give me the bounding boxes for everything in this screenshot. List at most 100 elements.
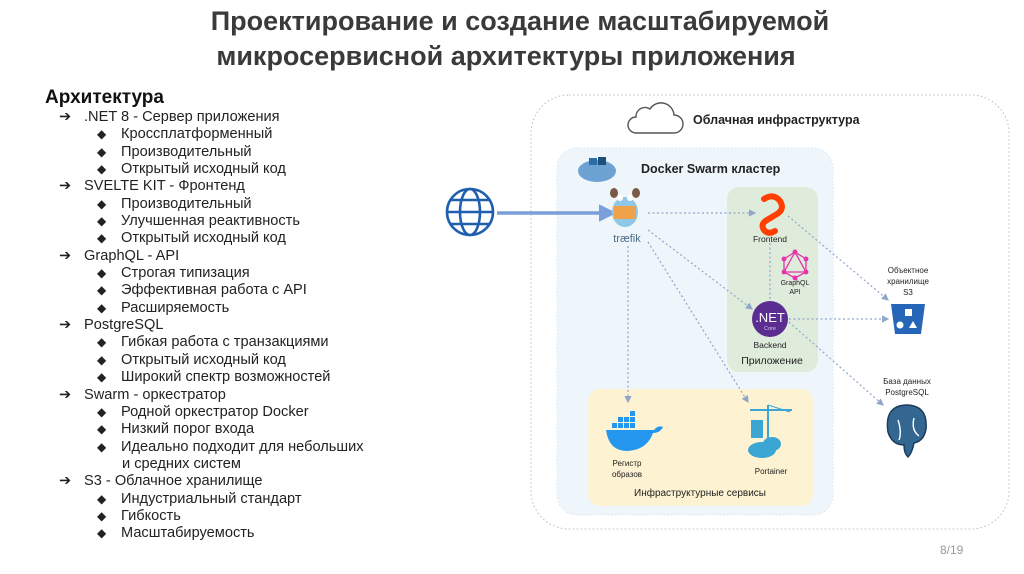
diamond-bullet-icon: ◆	[97, 144, 107, 159]
diamond-bullet-icon: ◆	[97, 283, 107, 298]
list-item: ◆Идеально подходит для небольших	[45, 439, 364, 456]
list-item: ◆ Производительный	[45, 144, 364, 161]
diamond-bullet-icon: ◆	[97, 491, 107, 506]
item-label: Гибкость	[121, 507, 181, 524]
diamond-bullet-icon: ◆	[97, 214, 107, 229]
cloud-icon	[627, 102, 684, 134]
portainer-label: Portainer	[755, 467, 788, 476]
item-label: Гибкая работа с транзакциями	[121, 334, 329, 351]
page-number: 8/19	[940, 543, 964, 557]
arrow-bullet-icon: ➔	[59, 109, 72, 125]
list-section: ➔GraphQL - API	[45, 248, 364, 265]
postgres-label-2: PostgreSQL	[885, 388, 929, 397]
item-label: Открытый исходный код	[121, 230, 286, 247]
arrow-bullet-icon: ➔	[59, 386, 72, 403]
arrow-bullet-icon: ➔	[59, 247, 72, 264]
app-group-label: Приложение	[741, 355, 803, 367]
item-label: Производительный	[121, 143, 252, 160]
item-label: Широкий спектр возможностей	[121, 369, 331, 386]
section-label: PostgreSQL	[84, 317, 164, 334]
item-label: Кроссплатформенный	[121, 126, 273, 143]
postgres-label-1: База данных	[883, 377, 931, 386]
graphql-label-1: GraphQL	[781, 280, 810, 287]
graphql-icon	[781, 249, 809, 281]
postgresql-elephant-icon	[886, 404, 927, 459]
s3-label-1: Объектное	[888, 266, 929, 275]
item-label: Индустриальный стандарт	[121, 490, 302, 507]
item-label: Низкий порог входа	[121, 421, 255, 438]
arrow-bullet-icon: ➔	[59, 178, 72, 195]
connection-lines	[624, 209, 890, 406]
dotnet-sub: Core	[764, 326, 776, 332]
list-item: ◆ Индустриальный стандарт	[45, 491, 364, 508]
item-label: и средних систем	[122, 455, 241, 472]
list-section: ➔ Swarm - оркестратор	[45, 387, 364, 404]
slide-title-line-1: Проектирование и создание масштабируемой	[210, 6, 830, 36]
list-section: ➔SVELTE KIT - Фронтенд	[45, 178, 364, 195]
diamond-bullet-icon: ◆	[97, 335, 107, 350]
traefik-icon	[610, 188, 640, 227]
dotnet-text: .NET	[755, 310, 785, 325]
diamond-bullet-icon: ◆	[97, 196, 107, 211]
list-item: ◆ Расширяемость	[45, 300, 364, 317]
item-label: Улучшенная реактивность	[121, 213, 300, 230]
list-item: ◆ Производительный	[45, 196, 364, 213]
dotnet-icon	[752, 301, 788, 337]
diamond-bullet-icon: ◆	[97, 352, 107, 367]
architecture-list: Архитектура ➔.NET 8 - Сервер приложения◆…	[45, 87, 364, 543]
list-item: ◆Широкий спектр возможностей	[45, 369, 364, 386]
diamond-bullet-icon: ◆	[97, 162, 107, 177]
list-item: ◆ Масштабируемость	[45, 525, 364, 542]
list-item: ◆ Открытый исходный код	[45, 352, 364, 369]
list-item: ◆ Родной оркестратор Docker	[45, 404, 364, 421]
list-item: ◆ Улучшенная реактивность	[45, 213, 364, 230]
s3-label-3: S3	[903, 288, 913, 297]
registry-label-1: Регистр	[613, 459, 642, 468]
diamond-bullet-icon: ◆	[97, 300, 107, 315]
item-label: Строгая типизация	[121, 265, 250, 282]
list-heading: Архитектура	[45, 87, 164, 108]
frontend-label: Frontend	[753, 234, 787, 244]
infrastructure-services-group	[588, 389, 813, 506]
diamond-bullet-icon: ◆	[97, 127, 107, 142]
item-label: Родной оркестратор Docker	[121, 403, 309, 420]
cloud-label: Облачная инфраструктура	[693, 113, 861, 127]
item-label: Идеально подходит для небольших	[121, 438, 364, 455]
item-label: Расширяемость	[121, 299, 230, 316]
list-item: ◆ Кроссплатформенный	[45, 126, 364, 143]
docker-swarm-icon	[578, 157, 616, 182]
item-label: Производительный	[121, 195, 252, 212]
registry-label-2: образов	[612, 470, 642, 479]
swarm-label: Docker Swarm кластер	[641, 162, 781, 176]
application-group	[727, 187, 818, 372]
section-label: Swarm - оркестратор	[84, 386, 226, 403]
s3-bucket-icon	[891, 304, 925, 334]
diamond-bullet-icon: ◆	[97, 422, 107, 437]
list-item: ◆ Гибкая работа с транзакциями	[45, 334, 364, 351]
list-section: ➔ S3 - Облачное хранилище	[45, 473, 364, 490]
diamond-bullet-icon: ◆	[97, 231, 107, 246]
list-section: ➔.NET 8 - Сервер приложения	[45, 109, 364, 126]
diamond-bullet-icon: ◆	[97, 404, 107, 419]
item-label: Масштабируемость	[121, 525, 255, 542]
item-label: Открытый исходный код	[121, 351, 286, 368]
slide-title-line-2: микросервисной архитектуры приложения	[216, 41, 796, 71]
list-item: ◆Эффективная работа с API	[45, 282, 364, 299]
arrow-bullet-icon: ➔	[59, 473, 72, 490]
graphql-label-2: API	[789, 289, 800, 296]
diamond-bullet-icon: ◆	[97, 508, 107, 523]
backend-label: Backend	[753, 340, 786, 350]
list-item: ◆ Открытый исходный код	[45, 161, 364, 178]
s3-label-2: хранилище	[887, 277, 929, 286]
diamond-bullet-icon: ◆	[97, 526, 107, 541]
docker-registry-icon	[606, 411, 663, 451]
section-label: S3 - Облачное хранилище	[84, 473, 263, 490]
item-label: Открытый исходный код	[121, 161, 286, 178]
traefik-label: træfik	[613, 233, 641, 245]
arrow-bullet-icon: ➔	[59, 317, 72, 334]
infra-group-label: Инфраструктурные сервисы	[634, 487, 766, 499]
list-item: ◆ Низкий порог входа	[45, 421, 364, 438]
list-item: и средних систем	[45, 456, 364, 473]
svelte-icon	[759, 193, 785, 236]
